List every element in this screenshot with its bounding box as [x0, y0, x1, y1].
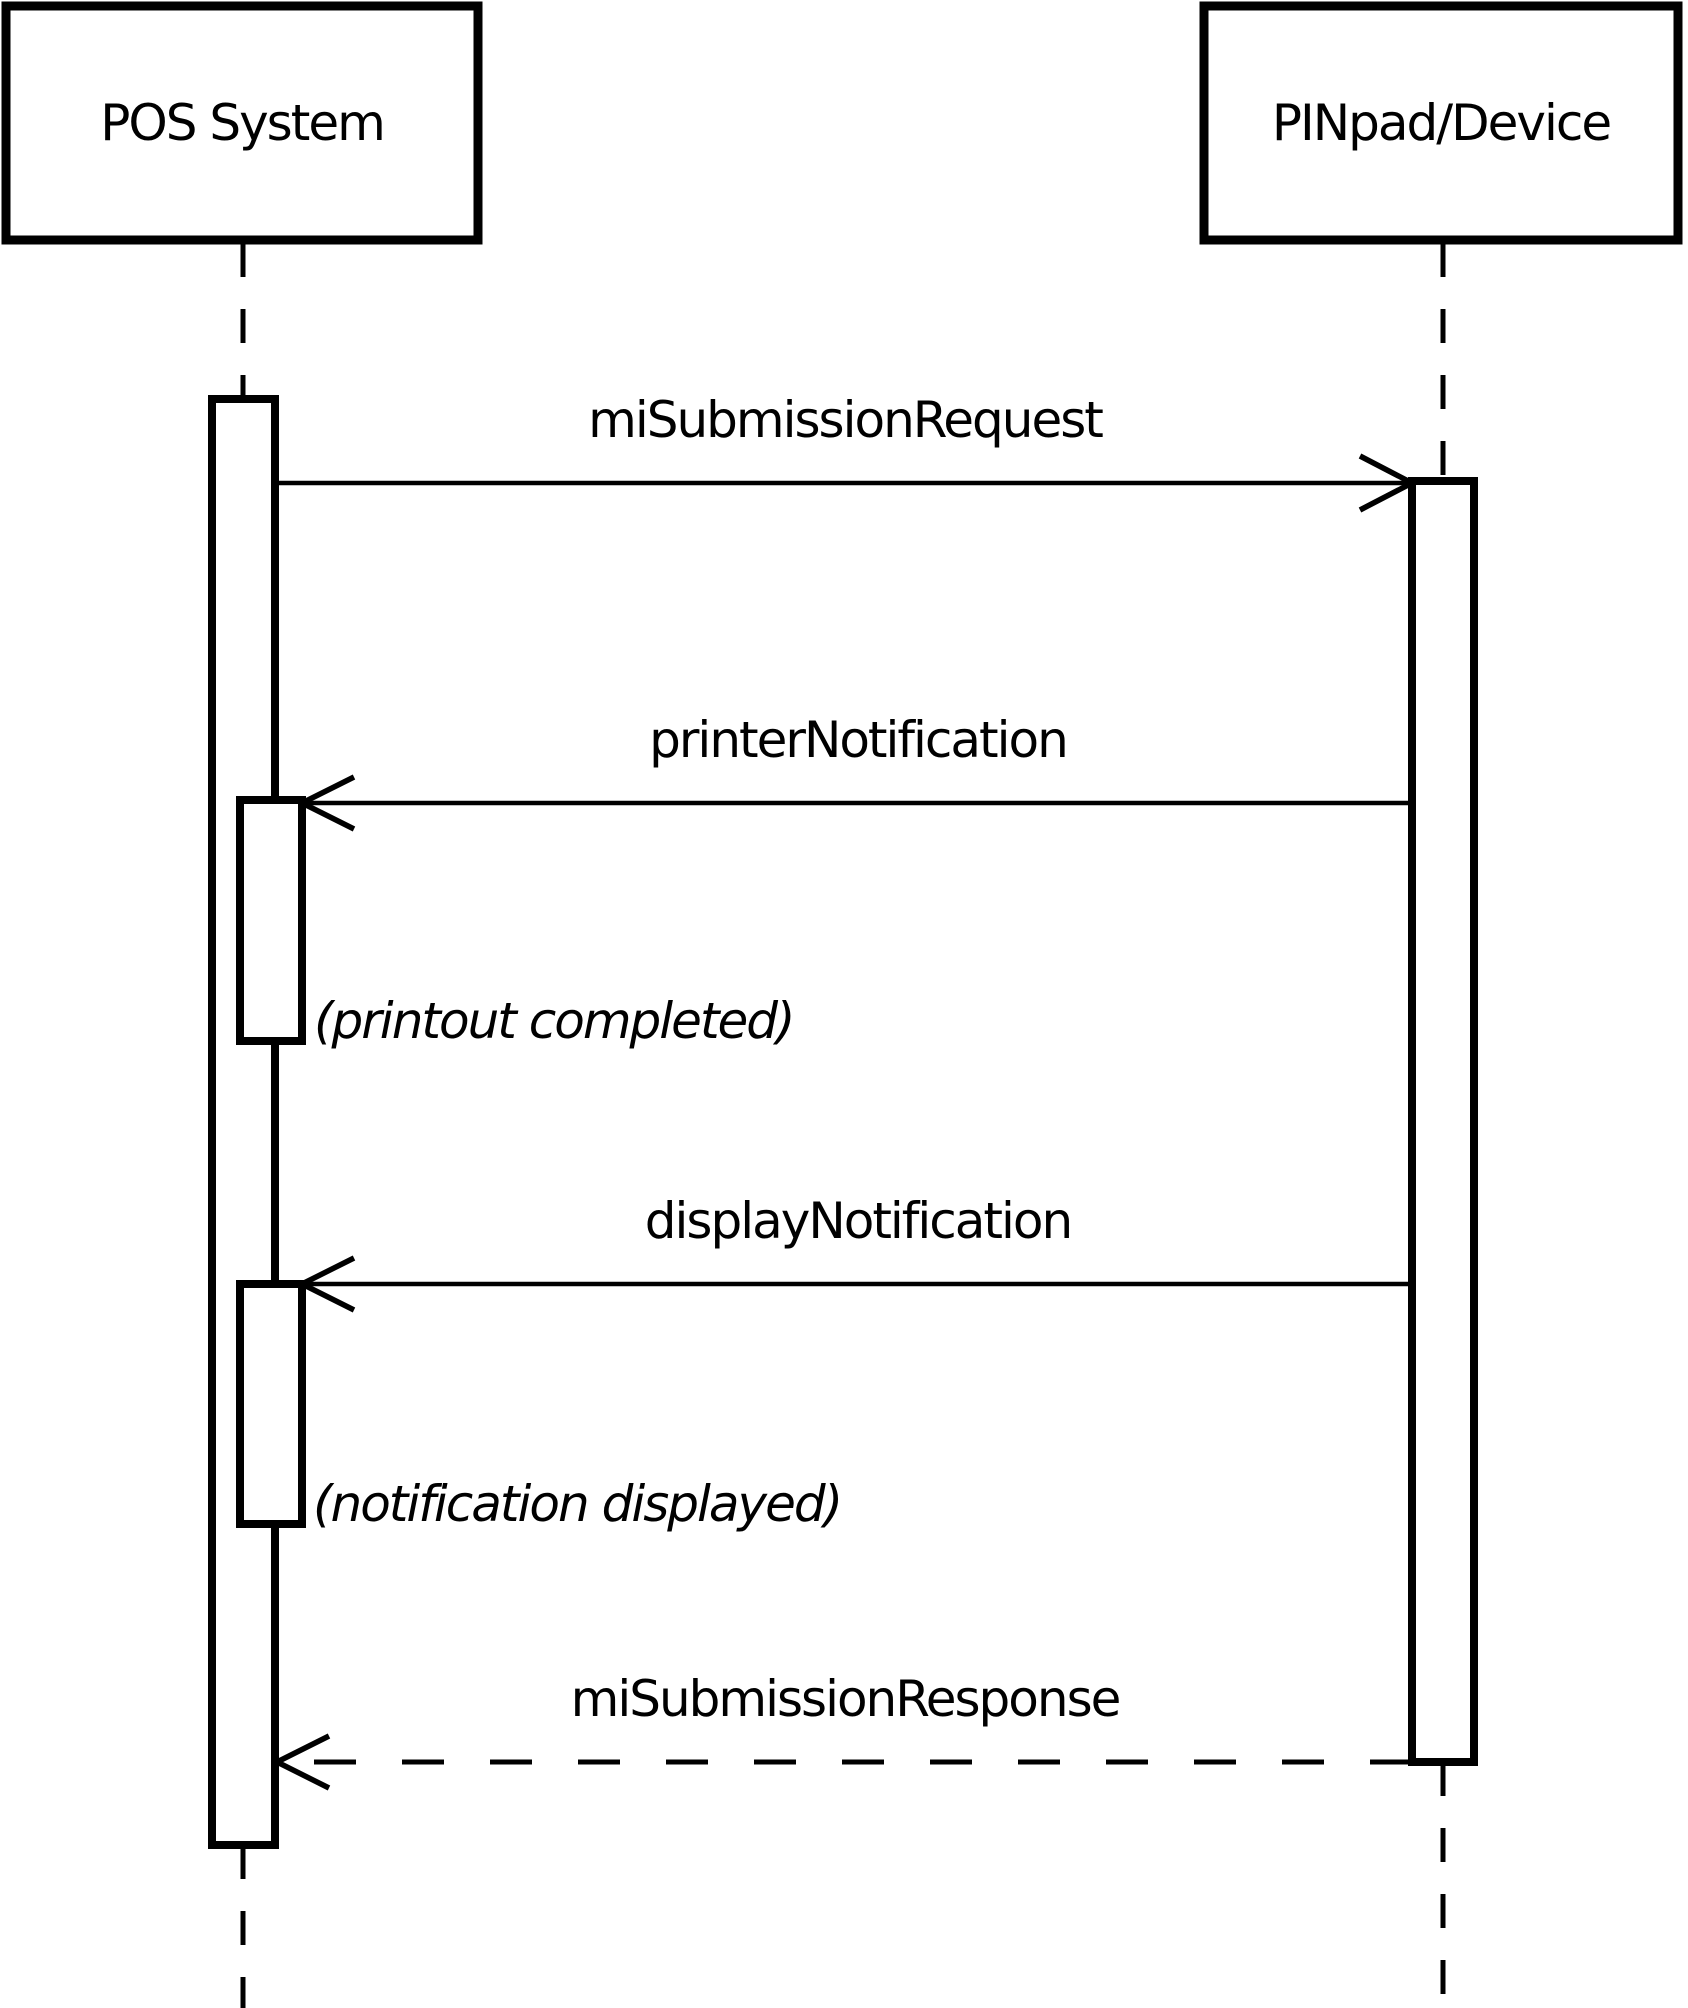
message-display-notification: displayNotification	[295, 1192, 1412, 1313]
open-arrowhead-right-icon	[1358, 453, 1418, 513]
actor-box-pinpad-device	[1199, 1, 1683, 245]
message-label-mi-submission-request: miSubmissionRequest	[588, 391, 1103, 449]
activation-bar-pinpad	[1408, 477, 1478, 1766]
message-label-mi-submission-response: miSubmissionResponse	[571, 1670, 1120, 1728]
actor-pos-system: POS System	[1, 1, 483, 245]
actor-label-pos-system: POS System	[100, 94, 384, 152]
activation-bar-pos-nested-display	[236, 1280, 306, 1528]
actor-label-pinpad-device: PINpad/Device	[1272, 94, 1610, 152]
annotation-notification-displayed: (notification displayed)	[313, 1475, 841, 1533]
actor-pinpad-device: PINpad/Device	[1199, 1, 1683, 245]
open-arrowhead-left-icon	[295, 1255, 356, 1313]
actor-box-pos-system	[1, 1, 483, 245]
open-arrowhead-left-icon	[270, 1733, 331, 1791]
activation-bar-pos-system	[208, 395, 279, 1849]
message-mi-submission-request: miSubmissionRequest	[275, 391, 1418, 513]
message-printer-notification: printerNotification	[295, 711, 1412, 832]
message-label-printer-notification: printerNotification	[649, 711, 1067, 769]
open-arrowhead-left-icon	[295, 774, 356, 832]
annotation-printout-completed: (printout completed)	[314, 992, 794, 1050]
message-label-display-notification: displayNotification	[645, 1192, 1071, 1250]
activation-bar-pos-nested-printer	[236, 796, 306, 1045]
message-mi-submission-response: miSubmissionResponse	[270, 1670, 1412, 1791]
